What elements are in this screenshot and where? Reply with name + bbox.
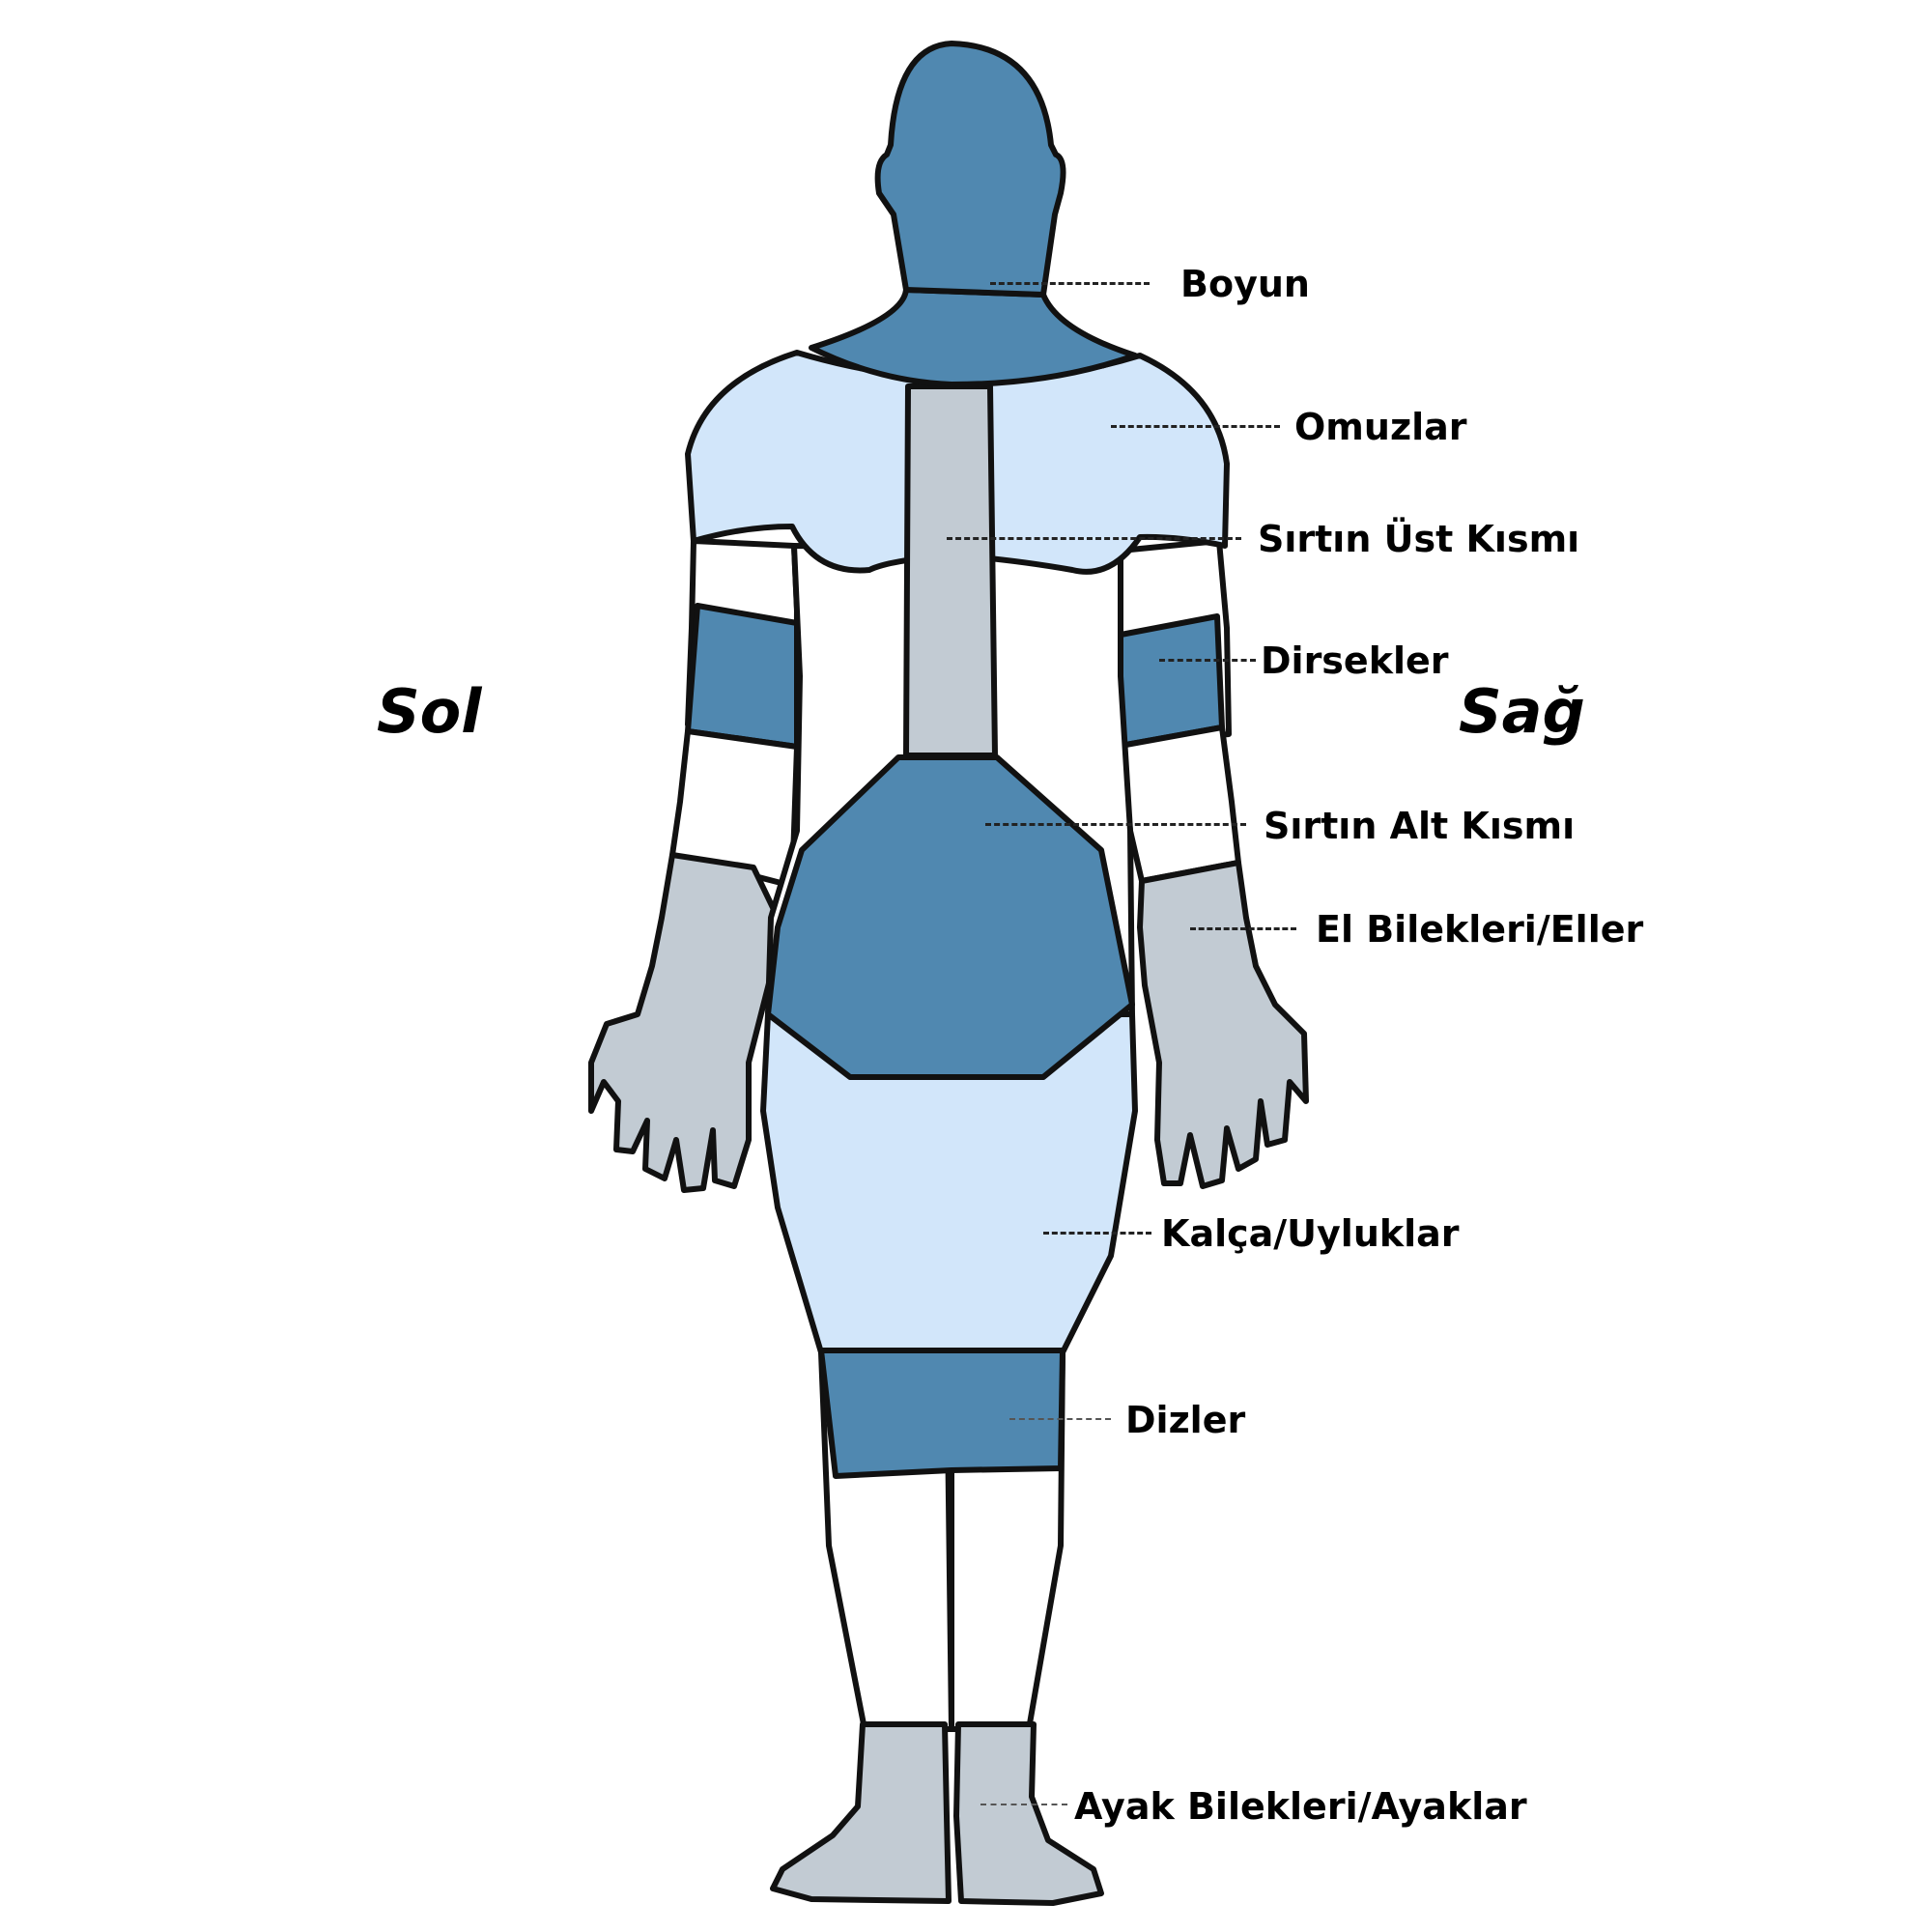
upper-back-leader-line: [947, 537, 1241, 540]
head: [874, 41, 1066, 298]
lower-back-label: Sırtın Alt Kısmı: [1264, 805, 1576, 847]
lower-back-leader-line: [985, 823, 1246, 826]
left-side-label: Sol: [377, 676, 482, 747]
left-elbow-region: [685, 603, 800, 750]
lower-back-region: [765, 754, 1135, 1080]
hips-thighs-label: Kalça/Uyluklar: [1161, 1212, 1460, 1255]
upper-back-region: [903, 384, 998, 758]
left-ankle-foot: [770, 1721, 952, 1904]
elbows-leader-line: [1159, 659, 1256, 662]
wrists-hands-label: El Bilekleri/Eller: [1316, 908, 1644, 951]
right-side-label: Sağ: [1459, 676, 1585, 747]
shoulders-leader-line: [1111, 425, 1280, 428]
wrists-hands-leader-line: [1190, 927, 1296, 930]
ankles-feet-label: Ayak Bilekleri/Ayaklar: [1074, 1785, 1527, 1828]
left-wrist-hand: [588, 852, 781, 1193]
neck-region: [809, 287, 1138, 387]
knees-label: Dizler: [1125, 1399, 1246, 1441]
right-ankle-foot: [953, 1721, 1104, 1906]
ankles-feet-leader-line: [980, 1804, 1067, 1805]
elbows-label: Dirsekler: [1261, 639, 1449, 682]
neck-label: Boyun: [1180, 263, 1310, 305]
hips-thighs-leader-line: [1043, 1232, 1151, 1235]
shoulders-label: Omuzlar: [1294, 406, 1467, 448]
right-forearm: [1118, 724, 1241, 884]
upper-back-label: Sırtın Üst Kısmı: [1258, 518, 1580, 560]
knees-region: [818, 1348, 1065, 1479]
right-elbow-region: [1113, 613, 1225, 749]
knees-leader-line: [1009, 1418, 1111, 1420]
neck-leader-line: [990, 282, 1150, 285]
right-wrist-hand: [1137, 860, 1309, 1189]
